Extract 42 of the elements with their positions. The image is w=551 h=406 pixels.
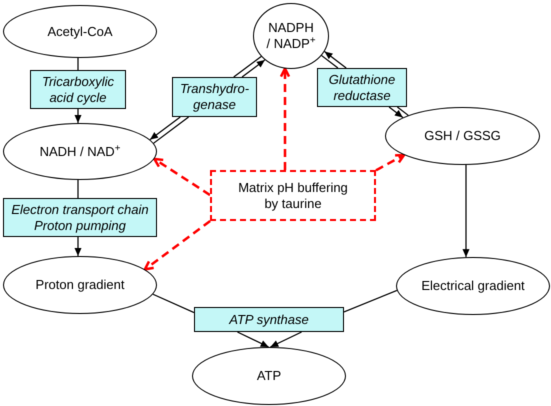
- arrow: [150, 116, 181, 140]
- enzyme-box: [3, 198, 157, 237]
- dashed-arrow: [280, 67, 290, 170]
- dashed-arrow: [144, 220, 211, 271]
- enzyme-box: [317, 68, 407, 107]
- enzyme-box: [194, 307, 344, 332]
- connector-line: [396, 106, 409, 116]
- enzyme-label: Electron transport chain: [11, 202, 149, 218]
- node-label: GSH / GSSG: [424, 128, 501, 144]
- enzyme-box: [30, 70, 126, 109]
- node-label: ATP: [256, 368, 282, 384]
- connector-line: [77, 180, 79, 198]
- enzyme-label: Glutathione reductase: [328, 72, 396, 104]
- connector-line: [233, 56, 262, 78]
- state-ellipse: [253, 3, 329, 69]
- arrow: [462, 164, 470, 258]
- enzyme-box: [172, 77, 257, 117]
- enzyme-label: Proton pumping: [34, 218, 126, 234]
- connector-line: [344, 290, 398, 312]
- node-label: Electrical gradient: [421, 278, 525, 294]
- arrow: [388, 106, 404, 118]
- node-label: NADH / NAD$^{+}$: [40, 144, 120, 160]
- connector-line: [77, 58, 79, 70]
- enzyme-label: ATP synthase: [229, 312, 309, 328]
- dashed-arrow: [153, 158, 211, 196]
- dashed-arrow: [375, 154, 406, 172]
- arrow: [242, 59, 266, 78]
- node-label: Proton gradient: [36, 277, 124, 293]
- dashed-box: [210, 170, 376, 221]
- box-label: Matrix pH buffering by taurine: [237, 180, 349, 212]
- enzyme-label: Tricarboxylic acid cycle: [41, 74, 115, 106]
- arrow: [74, 109, 82, 123]
- arrow: [74, 237, 82, 256]
- arrow: [237, 331, 269, 348]
- connector-line: [152, 294, 194, 314]
- node-label: NADPH / NADP$^{+}$: [266, 20, 316, 52]
- arrow: [324, 51, 347, 68]
- connector-line: [321, 55, 338, 68]
- node-label: Acetyl-CoA: [47, 24, 113, 40]
- arrow: [270, 331, 302, 348]
- connector-line: [153, 116, 189, 144]
- enzyme-label: Transhydro- genase: [178, 81, 250, 113]
